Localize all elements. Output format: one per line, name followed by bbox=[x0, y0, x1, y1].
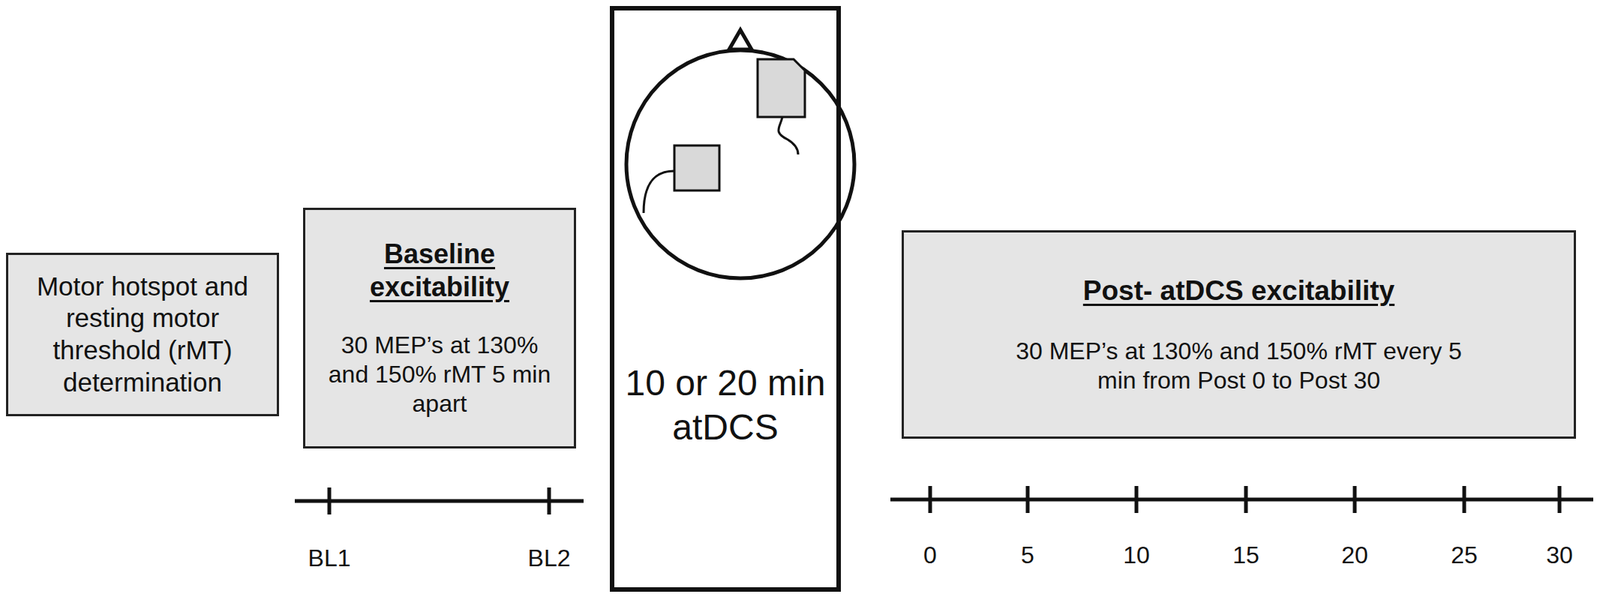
baseline-timeline bbox=[294, 487, 584, 515]
step-text: Motor hotspot and resting motor threshol… bbox=[21, 270, 264, 400]
timeline-label: 30 bbox=[1545, 541, 1573, 570]
process-box: Baseline excitability 30 MEP’s at 130% an… bbox=[303, 207, 577, 449]
post-timeline bbox=[890, 486, 1594, 514]
timeline-label: BL1 bbox=[308, 544, 352, 573]
timeline-label: 15 bbox=[1232, 541, 1260, 570]
process-box: Post- atDCS excitability 30 MEP’s at 130%… bbox=[901, 230, 1576, 439]
box-heading: Baseline excitability bbox=[318, 237, 561, 304]
process-box: Motor hotspot and resting motor threshol… bbox=[6, 252, 280, 417]
box-body: 30 MEP’s at 130% and 150% rMT 5 min apar… bbox=[318, 330, 561, 419]
box-heading: Post- atDCS excitability bbox=[1083, 273, 1395, 308]
head-illustration bbox=[626, 30, 855, 279]
box-body: 30 MEP’s at 130% and 150% rMT every 5 mi… bbox=[1014, 336, 1465, 396]
timeline-label: 20 bbox=[1341, 541, 1369, 570]
timeline-label: 5 bbox=[1020, 541, 1035, 570]
timeline-label: 0 bbox=[923, 541, 937, 570]
stimulation-panel: 10 or 20 min atDCS bbox=[609, 6, 841, 592]
timeline-label: 25 bbox=[1450, 541, 1478, 570]
timeline-label: BL2 bbox=[528, 544, 571, 573]
panel-text: 10 or 20 min atDCS bbox=[624, 361, 826, 450]
timeline-label: 10 bbox=[1122, 541, 1150, 570]
